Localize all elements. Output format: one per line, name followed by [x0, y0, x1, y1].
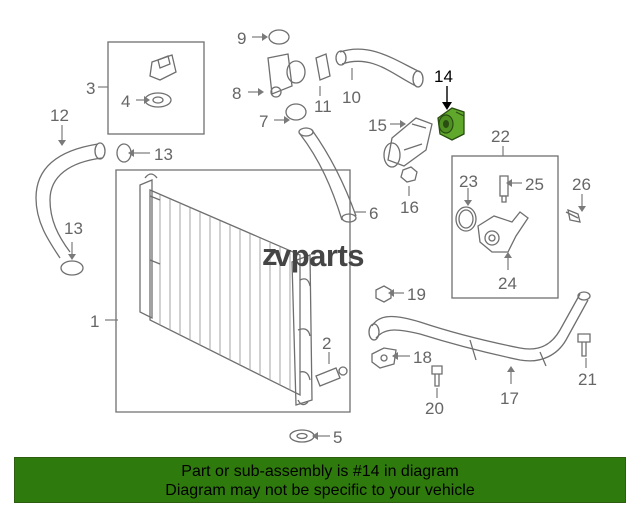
upper-hose-10[interactable] — [335, 48, 424, 88]
callout-10: 10 — [342, 88, 361, 107]
callout-13-upper: 13 — [154, 145, 173, 164]
water-outlet-fitting-8[interactable] — [267, 53, 306, 98]
callout-12: 12 — [50, 106, 69, 125]
callout-26: 26 — [572, 175, 591, 194]
callout-20: 20 — [425, 399, 444, 418]
callout-23: 23 — [459, 172, 478, 191]
bracket-18[interactable] — [371, 347, 397, 369]
bolt-21[interactable] — [577, 333, 591, 357]
callout-9: 9 — [237, 29, 246, 48]
gasket-23[interactable] — [455, 206, 477, 232]
bracket-kit-box — [107, 41, 205, 135]
water-inlet-24[interactable] — [477, 211, 529, 253]
mount-bracket[interactable] — [149, 54, 177, 81]
callout-1: 1 — [90, 312, 99, 331]
clamp-7[interactable] — [285, 103, 307, 121]
nut-16[interactable] — [400, 166, 418, 183]
callout-2: 2 — [322, 334, 331, 353]
callout-17: 17 — [500, 389, 519, 408]
radiator-assembly[interactable] — [115, 169, 351, 413]
thermostat-14-highlighted[interactable] — [437, 107, 465, 141]
banner-line-2: Diagram may not be specific to your vehi… — [165, 482, 475, 499]
callout-6: 6 — [369, 204, 378, 223]
callout-14: 14 — [434, 67, 453, 86]
drain-plug-2[interactable] — [315, 366, 348, 387]
callout-5: 5 — [333, 428, 342, 447]
watermark-prefix: z — [262, 237, 277, 272]
thermostat-housing-15[interactable] — [383, 117, 433, 168]
callout-22: 22 — [491, 127, 510, 146]
callout-21: 21 — [578, 370, 597, 389]
callout-8: 8 — [232, 84, 241, 103]
pipe-17[interactable] — [368, 291, 591, 367]
bolt-26[interactable] — [565, 208, 581, 223]
hose-clamp-13-lower[interactable] — [60, 260, 84, 276]
callout-15: 15 — [368, 116, 387, 135]
callout-16: 16 — [400, 198, 419, 217]
callout-7: 7 — [259, 112, 268, 131]
callout-19: 19 — [407, 285, 426, 304]
sensor-25[interactable] — [499, 175, 509, 203]
watermark-brand: vparts — [274, 238, 364, 273]
clamp-11[interactable] — [315, 53, 331, 81]
nut-19[interactable] — [375, 285, 392, 303]
bolt-20[interactable] — [431, 365, 443, 387]
callout-11: 11 — [314, 97, 332, 116]
seal-5[interactable] — [289, 429, 315, 443]
callout-18: 18 — [413, 348, 432, 367]
callout-3: 3 — [86, 79, 95, 98]
callout-4: 4 — [121, 92, 130, 111]
cooling-system-diagram: 1 3 4 9 8 11 7 10 — [35, 29, 597, 447]
water-inlet-kit-box — [451, 155, 559, 299]
callout-13-lower: 13 — [64, 219, 83, 238]
info-banner: Part or sub-assembly is #14 in diagram D… — [14, 457, 626, 503]
banner-line-1: Part or sub-assembly is #14 in diagram — [181, 463, 459, 480]
lower-hose-6[interactable] — [298, 127, 357, 223]
callout-25: 25 — [525, 175, 544, 194]
radiator-hose-12[interactable] — [35, 142, 106, 259]
watermark-logo: z vparts — [262, 237, 365, 273]
callout-24: 24 — [498, 274, 517, 293]
cap-9[interactable] — [268, 29, 290, 45]
